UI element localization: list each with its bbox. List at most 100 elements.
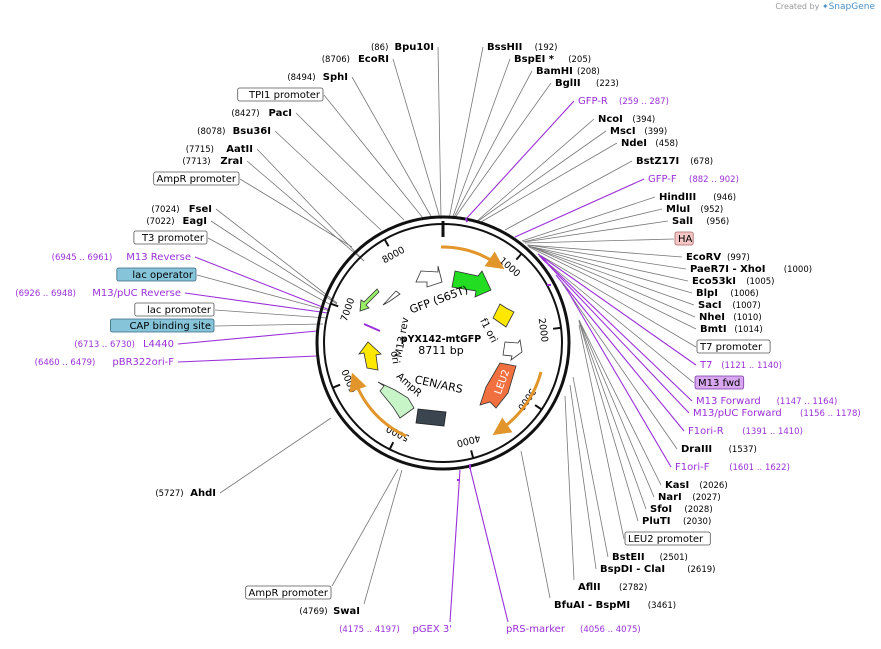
plasmid-size: 8711 bp xyxy=(418,344,463,357)
label-mlui-pos: (952) xyxy=(700,205,723,215)
label-bsu36i-name: Bsu36I xyxy=(233,126,271,137)
label-m13puc-pos: (1156 .. 1178) xyxy=(800,409,861,419)
label-pbr322: pBR322ori-F(6460 .. 6479) xyxy=(35,357,175,368)
label-ecori-pos: (8706) xyxy=(322,55,350,65)
label-bspdi-pos: (2619) xyxy=(687,565,715,575)
label-bmti-pos: (1014) xyxy=(734,325,762,335)
label-bstz17i: BstZ17I(678) xyxy=(636,156,713,167)
label-gfpr-name: GFP-R xyxy=(578,96,608,107)
label-bpu10i-pos: (86) xyxy=(371,43,388,53)
label-bsteii-pos: (2501) xyxy=(660,553,688,563)
leader-msci xyxy=(477,130,607,222)
label-bsteii-name: BstEII xyxy=(612,552,645,563)
label-hindiii-name: HindIII xyxy=(659,192,696,203)
label-ha: HA xyxy=(674,231,694,246)
label-bstz17i-name: BstZ17I xyxy=(636,156,679,167)
label-m13pucrev-name: M13/pUC Reverse xyxy=(92,288,181,299)
leader-lacprom xyxy=(214,309,328,319)
label-f1orif-pos: (1601 .. 1622) xyxy=(729,463,790,473)
leader-bamhi xyxy=(452,70,533,220)
label-l4440-pos: (6713 .. 6730) xyxy=(74,340,135,350)
tick-label-7000: 7000 xyxy=(339,297,357,323)
backbone-outer-ring xyxy=(315,215,571,471)
label-ahdi-name: AhdI xyxy=(190,488,216,499)
leader-aatii xyxy=(256,148,365,262)
leader-pgex3 xyxy=(449,469,461,623)
label-cap: CAP binding site xyxy=(110,318,215,333)
label-bspei-name: BspEI * xyxy=(514,54,555,65)
leader-kasi xyxy=(578,319,662,486)
label-bsu36i: Bsu36I (8078) xyxy=(197,126,271,137)
label-m13fwd-box xyxy=(694,375,745,390)
leader-ampr1 xyxy=(239,178,353,248)
label-nhei-name: NheI xyxy=(699,312,725,323)
credit: Created by ✦SnapGene xyxy=(775,2,875,12)
label-aflii-name: AflII xyxy=(578,582,601,593)
label-m13rev-pos: (6945 .. 6961) xyxy=(52,253,113,263)
label-leu2prom-box xyxy=(624,531,711,546)
label-m13pucrev: M13/pUC Reverse(6926 .. 6948) xyxy=(15,288,181,299)
label-f1orir-pos: (1391 .. 1410) xyxy=(742,427,803,437)
ori-arrow xyxy=(358,341,382,371)
label-t7-name: T7 xyxy=(699,360,712,371)
label-msci-name: MscI xyxy=(610,126,636,137)
tick-label-4000: 4000 xyxy=(455,432,481,449)
leader-paci xyxy=(295,112,405,221)
label-sali: SalI(956) xyxy=(672,216,729,227)
label-nhei-pos: (1010) xyxy=(733,313,761,323)
label-kasi-pos: (2026) xyxy=(699,481,727,491)
gfp-label: GFP (S65T) xyxy=(408,283,470,316)
label-gfpr: GFP-R(259 .. 287) xyxy=(578,96,669,107)
leader-pbr322 xyxy=(177,355,318,363)
gfp-upstream-arrow xyxy=(415,265,443,288)
label-paer7i-name: PaeR7I - XhoI xyxy=(690,264,766,275)
label-fsei-name: FseI xyxy=(189,204,212,215)
label-prsmarker-name: pRS-marker xyxy=(506,624,566,635)
leader-m13puc xyxy=(540,256,690,414)
leader-ncoi xyxy=(476,118,595,222)
label-ecorv-pos: (997) xyxy=(727,253,750,263)
leader-m13forward xyxy=(539,255,693,402)
label-t3prom: T3 promoter xyxy=(133,230,208,245)
leader-bmti xyxy=(528,246,697,330)
label-hindiii: HindIII(946) xyxy=(659,192,736,203)
leader-paer7i xyxy=(527,244,687,270)
leader-gfpr xyxy=(465,100,575,220)
label-bsteii: BstEII (2501) xyxy=(612,552,688,563)
label-pgex3-name: pGEX 3' xyxy=(412,624,452,635)
label-t3prom-name: T3 promoter xyxy=(141,233,205,244)
label-m13rev: M13 Reverse(6945 .. 6961) xyxy=(52,252,191,263)
leader-f1orif xyxy=(565,287,672,468)
site-marks xyxy=(363,217,551,481)
label-bglii-pos: (223) xyxy=(596,79,619,89)
label-gfpf: GFP-F(882 .. 902) xyxy=(648,174,739,185)
label-bsshii-pos: (192) xyxy=(535,43,558,53)
label-aatii: AatII(7715) xyxy=(186,144,253,155)
label-lacprom-box xyxy=(134,302,215,317)
label-prsmarker-pos: (4056 .. 4075) xyxy=(580,625,641,635)
f1ori-arrow xyxy=(492,303,515,328)
label-bglii: BglII(223) xyxy=(555,78,619,89)
tick-6000 xyxy=(332,383,341,389)
label-paci: PacI(8427) xyxy=(231,108,292,119)
label-ahdi-pos: (5727) xyxy=(155,489,183,499)
leader-ecori xyxy=(392,58,441,219)
label-aflii-pos: (2782) xyxy=(619,583,647,593)
label-eagi: EagI(7022) xyxy=(146,216,207,227)
label-pgex3-pos: (4175 .. 4197) xyxy=(339,625,400,635)
tick-2000 xyxy=(552,326,562,330)
label-bfuai-name: BfuAI - BspMI xyxy=(554,600,630,611)
label-eagi-name: EagI xyxy=(183,216,207,227)
label-ncoi-name: NcoI xyxy=(598,114,623,125)
label-paci-name: PacI xyxy=(269,108,292,119)
label-bsshii-name: BssHII xyxy=(487,42,522,53)
label-tpi1-name: TPI1 promoter xyxy=(248,90,321,101)
leader-f1orir xyxy=(555,274,685,432)
label-sphi-name: SphI xyxy=(323,72,348,83)
label-eco53ki: Eco53kI(1005) xyxy=(692,276,774,287)
label-sali-name: SalI xyxy=(672,216,693,227)
label-paer7i-pos: (1000) xyxy=(784,265,812,275)
leader-bglii xyxy=(453,82,552,220)
label-bsu36i-pos: (8078) xyxy=(197,127,225,137)
label-bpu10i: Bpu10I(86) xyxy=(371,42,434,53)
